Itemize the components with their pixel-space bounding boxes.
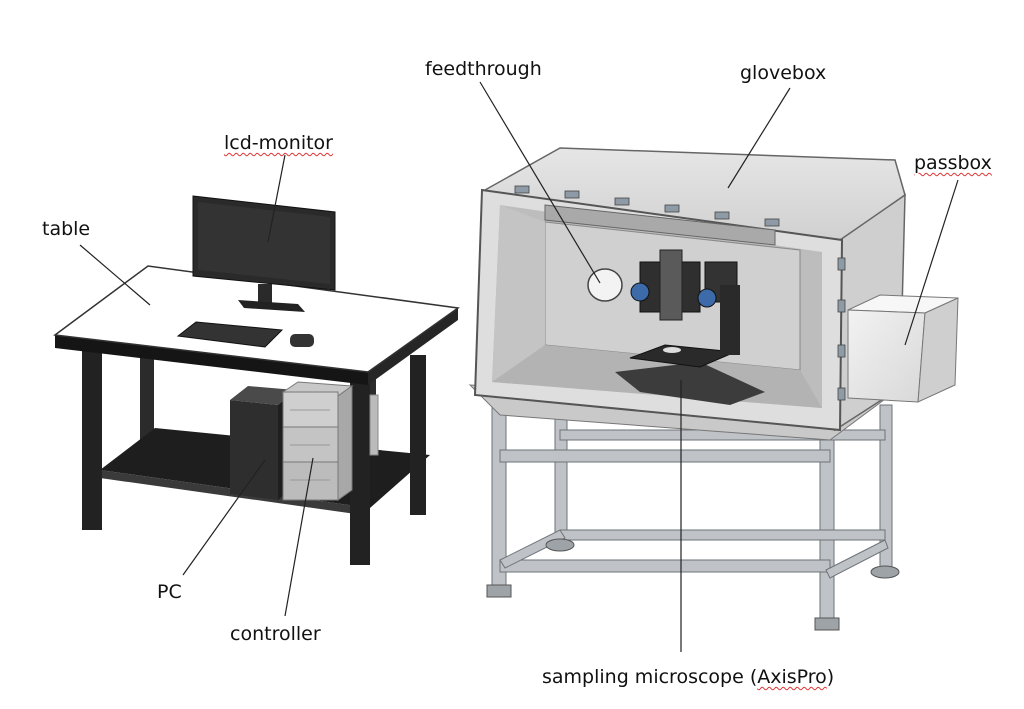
leader-lines bbox=[79, 81, 959, 652]
leader-line-glovebox bbox=[727, 87, 791, 189]
label-passbox-text: passbox bbox=[914, 152, 992, 174]
label-lcd-monitor: lcd-monitor bbox=[224, 134, 333, 153]
label-glovebox: glovebox bbox=[740, 62, 827, 84]
leader-line-passbox bbox=[904, 179, 959, 346]
label-sampling-microscope-name: AxisPro bbox=[757, 666, 827, 688]
leader-line-table bbox=[79, 244, 151, 306]
controller-unit bbox=[281, 381, 379, 501]
glovebox-assembly bbox=[468, 147, 906, 631]
leader-line-pc bbox=[182, 459, 266, 576]
label-controller: controller bbox=[230, 623, 321, 645]
sampling-microscope bbox=[615, 249, 765, 405]
leader-line-lcd-monitor bbox=[267, 154, 286, 243]
leader-line-feedthrough bbox=[479, 81, 601, 284]
workstation-table bbox=[53, 195, 460, 565]
label-lcd-monitor-text: lcd-monitor bbox=[224, 132, 333, 154]
label-sampling-microscope-suffix: ) bbox=[826, 666, 835, 688]
label-table: table bbox=[42, 218, 91, 240]
leader-line-controller bbox=[284, 457, 314, 617]
label-feedthrough: feedthrough bbox=[425, 58, 542, 80]
label-passbox: passbox bbox=[914, 154, 992, 173]
passbox-unit bbox=[847, 294, 959, 403]
label-sampling-microscope-prefix: sampling microscope ( bbox=[542, 666, 758, 688]
label-sampling-microscope: sampling microscope (AxisPro) bbox=[542, 668, 834, 687]
label-pc: PC bbox=[157, 581, 182, 603]
